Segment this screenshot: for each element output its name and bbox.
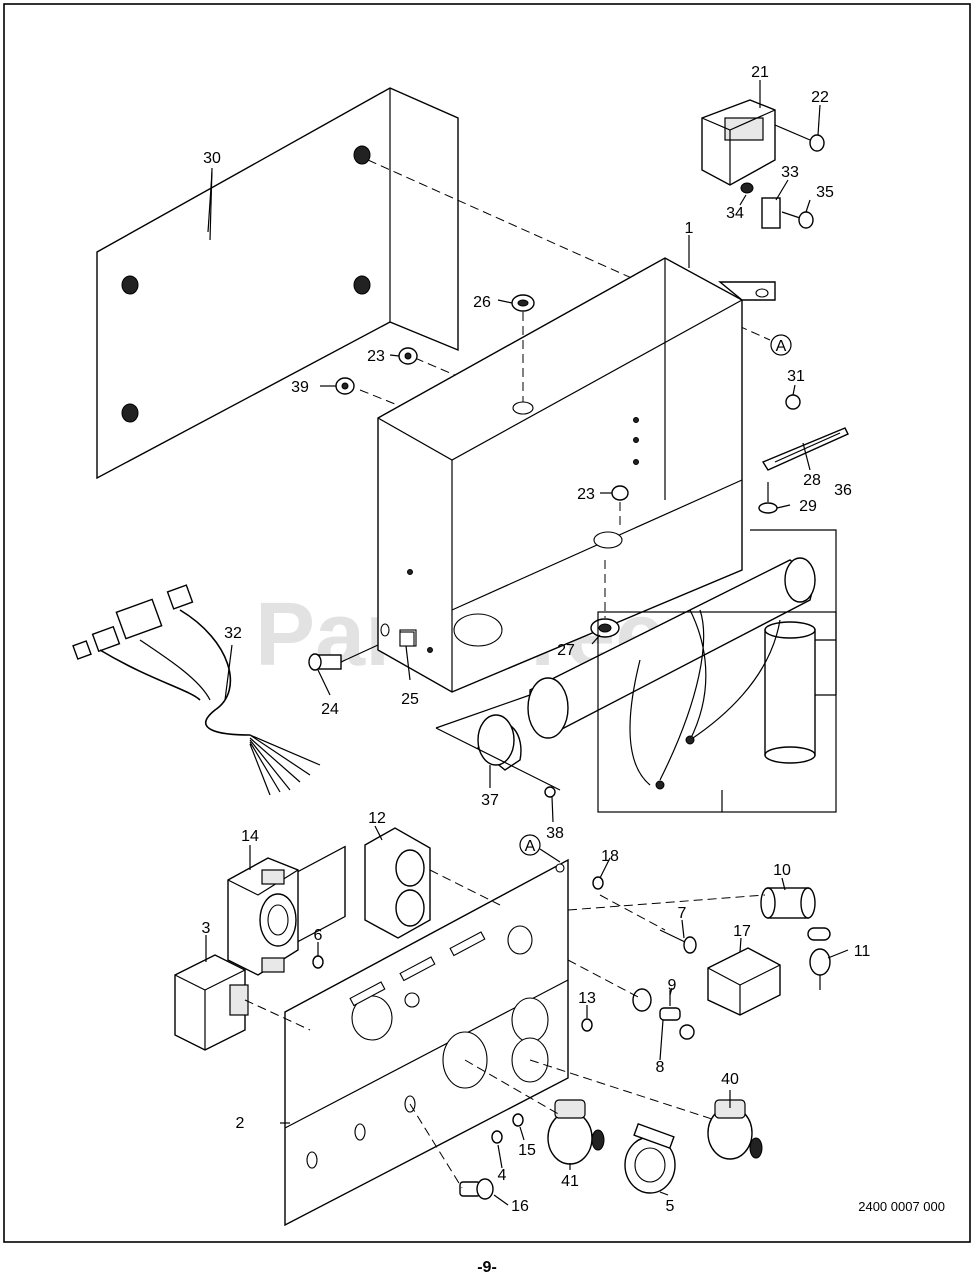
key-11 (807, 927, 831, 990)
switch-41 (547, 1099, 605, 1165)
callout-24: 24 (321, 701, 339, 718)
callout-6: 6 (314, 927, 323, 944)
callout-25: 25 (401, 691, 419, 708)
callout-2: 2 (236, 1115, 245, 1132)
callout-37: 37 (481, 792, 499, 809)
callout-23a: 23 (367, 348, 385, 365)
callout-30: 30 (203, 150, 221, 167)
screw-18 (592, 876, 604, 890)
callout-22: 22 (811, 89, 829, 106)
callout-4: 4 (498, 1167, 507, 1184)
callout-27: 27 (557, 642, 575, 659)
callout-26: 26 (473, 294, 491, 311)
drawing-code: 2400 0007 000 (858, 1199, 945, 1214)
circuit-breaker-3 (174, 954, 249, 1051)
callout-14: 14 (241, 828, 259, 845)
capacitor-assembly-36 (527, 529, 837, 813)
callout-3: 3 (202, 920, 211, 937)
callout-labels: 30 1 21 22 33 35 34 26 23 39 31 23 28 36… (202, 64, 871, 1215)
receptacle-12 (364, 827, 431, 939)
capacitor-cap-37 (435, 694, 561, 791)
knob-16 (459, 1178, 494, 1200)
terminal-24 (308, 644, 379, 671)
callout-18: 18 (601, 848, 619, 865)
callout-13: 13 (578, 990, 596, 1007)
callout-15: 15 (518, 1142, 536, 1159)
callout-10: 10 (773, 862, 791, 879)
callout-21: 21 (751, 64, 769, 81)
callout-28: 28 (803, 472, 821, 489)
washer-34 (740, 182, 754, 194)
reference-marker-A-lower: A (519, 834, 561, 863)
screw-4 (491, 1130, 503, 1144)
screw-38 (544, 786, 556, 798)
page-border (3, 3, 971, 1243)
control-panel-2 (284, 845, 569, 1227)
svg-text:A: A (776, 338, 787, 355)
leader-lines (205, 80, 849, 1206)
bolt-29 (758, 482, 778, 514)
reference-marker-A-upper: A (770, 334, 792, 356)
bracket-33 (761, 197, 781, 229)
callout-9: 9 (668, 977, 677, 994)
nut-23-upper (398, 347, 418, 365)
screw-7 (659, 929, 697, 954)
callout-35: 35 (816, 184, 834, 201)
callout-39: 39 (291, 379, 309, 396)
callout-1: 1 (685, 220, 694, 237)
callout-16: 16 (511, 1198, 529, 1215)
callout-36: 36 (834, 482, 852, 499)
page-number: -9- (477, 1259, 497, 1276)
nut-39 (335, 377, 355, 395)
strap-28 (761, 427, 849, 471)
receptacle-14 (227, 857, 299, 976)
callout-29: 29 (799, 498, 817, 515)
cover-panel-30 (96, 87, 459, 480)
wire-harness-32 (72, 584, 321, 796)
screw-31 (785, 394, 801, 410)
meter-5 (624, 1122, 676, 1194)
callout-5: 5 (666, 1198, 675, 1215)
callout-11: 11 (854, 943, 871, 960)
callout-40: 40 (721, 1071, 739, 1088)
callout-41: 41 (561, 1173, 579, 1190)
callout-38: 38 (546, 825, 564, 842)
callout-12: 12 (368, 810, 386, 827)
callout-17: 17 (733, 923, 751, 940)
callout-32: 32 (224, 625, 242, 642)
callout-8: 8 (656, 1059, 665, 1076)
ignition-switch-10 (760, 887, 816, 919)
switch-40 (707, 1099, 763, 1160)
callout-34: 34 (726, 205, 744, 222)
relay-17 (707, 947, 781, 1016)
fuse-holder-8 (632, 988, 695, 1040)
control-unit-21 (701, 99, 776, 186)
screw-15 (512, 1113, 524, 1127)
screw-22 (774, 124, 825, 152)
callout-7: 7 (678, 905, 687, 922)
control-box-housing-1 (377, 257, 776, 693)
callout-23b: 23 (577, 486, 595, 503)
label-25 (399, 631, 415, 647)
screw-13 (581, 1018, 593, 1032)
screw-35 (781, 211, 814, 229)
svg-text:A: A (525, 838, 536, 855)
callout-31: 31 (787, 368, 805, 385)
callout-33: 33 (781, 164, 799, 181)
screw-6 (312, 955, 324, 969)
